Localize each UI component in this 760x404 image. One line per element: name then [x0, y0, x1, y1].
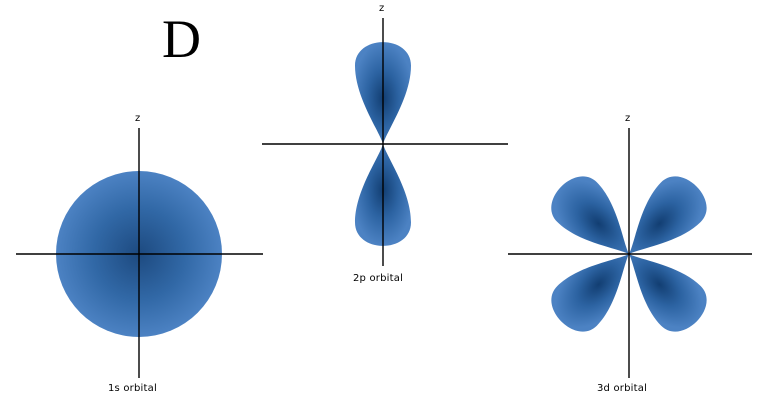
axis-label-3d: z — [625, 113, 631, 124]
caption-3d: 3d orbital — [597, 383, 648, 394]
orbital-3d — [508, 128, 752, 378]
caption-1s: 1s orbital — [108, 383, 157, 394]
axis-label-2p: z — [379, 3, 385, 14]
axis-label-1s: z — [135, 113, 141, 124]
orbital-2p — [262, 18, 508, 266]
panel-letter: D — [162, 9, 201, 69]
orbital-1s — [16, 128, 263, 378]
caption-2p: 2p orbital — [353, 273, 404, 284]
